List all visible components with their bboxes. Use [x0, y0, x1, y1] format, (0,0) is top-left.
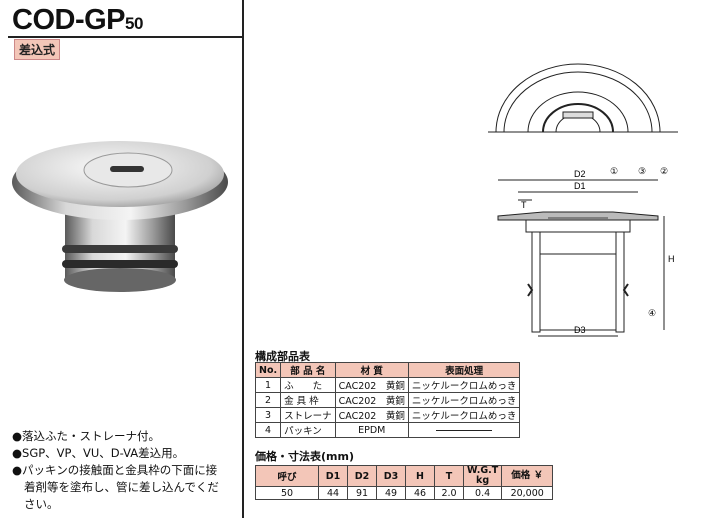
cell: 44: [318, 486, 348, 500]
table-row: 3 ストレーナ CAC202 黄銅 ニッケルークロムめっき: [254, 407, 521, 423]
model-size: 50: [125, 14, 143, 33]
column-divider: [242, 0, 244, 518]
table-row: 1 ふ た CAC202 黄銅 ニッケルークロムめっき: [254, 377, 521, 393]
column-header: 価格 ￥: [501, 465, 554, 487]
cell-finish: ニッケルークロムめっき: [407, 377, 521, 393]
table-row: 4 パッキン EPDM: [254, 422, 521, 438]
column-header: D1: [318, 465, 348, 487]
cell: 50: [255, 486, 319, 500]
table-header-row: No. 部 品 名 材 質 表面処理: [254, 362, 521, 378]
label-t: T: [521, 200, 527, 210]
cell-no: 4: [254, 422, 282, 438]
column-header: 呼び: [255, 465, 319, 487]
column-header: T: [434, 465, 464, 487]
feature-item: ●パッキンの接触面と金具枠の下面に接: [12, 463, 218, 477]
column-header: 部 品 名: [280, 362, 336, 378]
cell-finish: [407, 422, 521, 438]
cell-name: ふ た: [280, 377, 336, 393]
cell-material: CAC202 黄銅: [334, 392, 409, 408]
feature-item: さい。: [24, 497, 59, 511]
label-callout-2: ②: [660, 166, 668, 176]
cell-name: 金 具 枠: [280, 392, 336, 408]
cell: 2.0: [434, 486, 464, 500]
parts-table-title: 構成部品表: [255, 350, 310, 363]
feature-item: ●SGP、VP、VU、D-VA差込用。: [12, 446, 185, 460]
label-d2: D2: [574, 169, 586, 179]
cell-name: パッキン: [280, 422, 336, 438]
column-header: No.: [254, 362, 282, 378]
table-header-row: 呼び D1 D2 D3 H T W.G.T kg 価格 ￥: [255, 465, 554, 487]
section-view: [497, 179, 665, 337]
technical-drawing: D2 D1 T H D3 ① ③ ② ④: [488, 63, 678, 337]
column-header: 表面処理: [407, 362, 521, 378]
cell-no: 3: [254, 407, 282, 423]
price-table: 呼び D1 D2 D3 H T W.G.T kg 価格 ￥ 50 44 91 4…: [255, 465, 554, 500]
plan-view: [488, 63, 678, 133]
feature-item: ●落込ふた・ストレーナ付。: [12, 429, 161, 443]
column-header: D2: [347, 465, 377, 487]
model-name: COD-GP: [12, 4, 126, 36]
label-d3: D3: [574, 325, 586, 335]
feature-list: ●落込ふた・ストレーナ付。 ●SGP、VP、VU、D-VA差込用。 ●パッキンの…: [12, 428, 240, 513]
cell-name: ストレーナ: [280, 407, 336, 423]
cell: 20,000: [501, 486, 554, 500]
cell-material: CAC202 黄銅: [334, 377, 409, 393]
column-header: D3: [376, 465, 406, 487]
column-header: 材 質: [334, 362, 409, 378]
cell: 0.4: [462, 486, 503, 500]
feature-item: 着剤等を塗布し、管に差し込んでくだ: [24, 480, 219, 494]
column-header: W.G.T kg: [462, 465, 503, 487]
cell-no: 2: [254, 392, 282, 408]
cell-no: 1: [254, 377, 282, 393]
table-row: 2 金 具 枠 CAC202 黄銅 ニッケルークロムめっき: [254, 392, 521, 408]
dash-line: [436, 429, 493, 431]
title-rule: [8, 36, 244, 38]
cell: 49: [376, 486, 406, 500]
label-callout-3: ③: [638, 166, 646, 176]
cell: 46: [405, 486, 435, 500]
cell-finish: ニッケルークロムめっき: [407, 392, 521, 408]
label-h: H: [668, 254, 675, 264]
table-row: 50 44 91 49 46 2.0 0.4 20,000: [255, 486, 554, 500]
cell-material: EPDM: [334, 422, 409, 438]
label-callout-4: ④: [648, 308, 656, 318]
column-header: H: [405, 465, 435, 487]
label-callout-1: ①: [610, 166, 618, 176]
cell-material: CAC202 黄銅: [334, 407, 409, 423]
product-photo: [12, 141, 228, 292]
price-table-title: 価格・寸法表(mm): [255, 450, 354, 463]
label-d1: D1: [574, 181, 586, 191]
cell-finish: ニッケルークロムめっき: [407, 407, 521, 423]
parts-table: No. 部 品 名 材 質 表面処理 1 ふ た CAC202 黄銅 ニッケルー…: [254, 362, 521, 438]
cell: 91: [347, 486, 377, 500]
product-title: COD-GP50: [12, 2, 143, 42]
type-badge: 差込式: [14, 39, 61, 60]
